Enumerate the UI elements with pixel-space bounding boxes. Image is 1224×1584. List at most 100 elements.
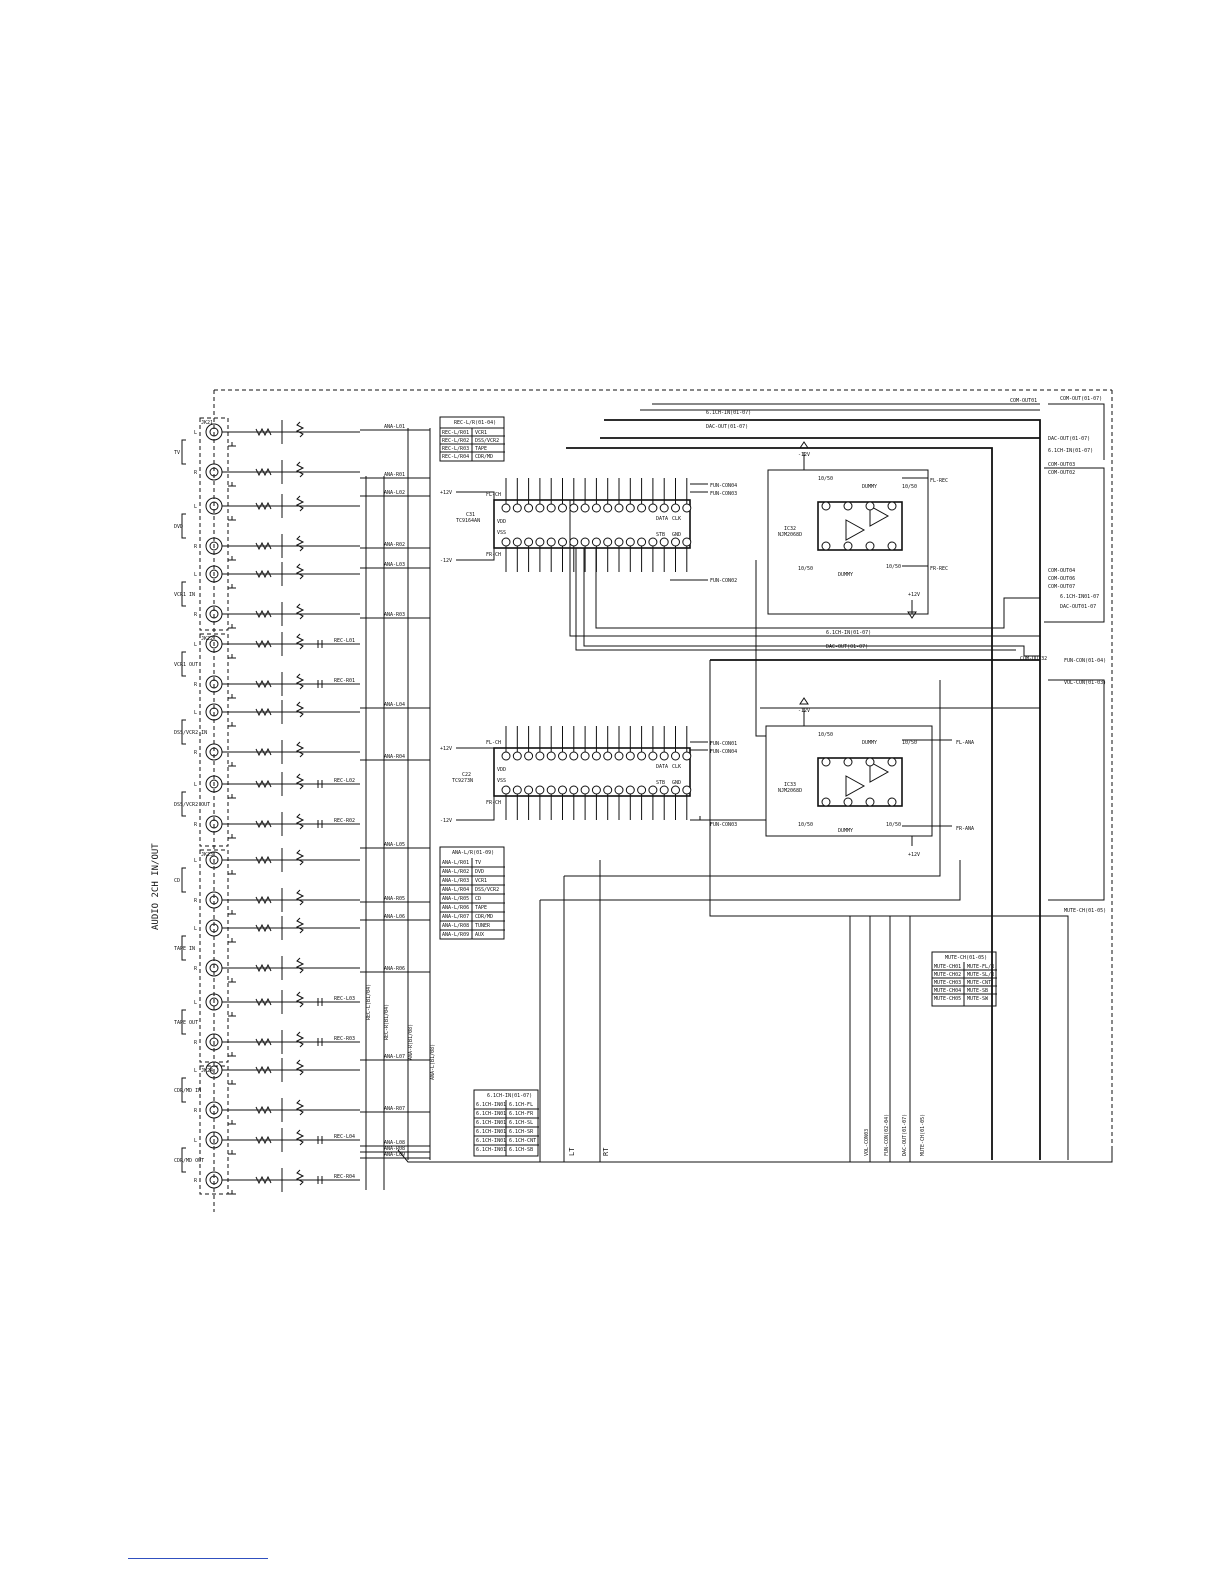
- ic-lower-clk: CLK: [672, 764, 681, 770]
- ic-pin: [637, 503, 647, 513]
- jack-side-label: R: [194, 822, 198, 828]
- ic-pin: [569, 537, 579, 547]
- bus-label: ANA-R01: [384, 472, 405, 478]
- bus-label: ANA-L01: [384, 424, 405, 430]
- jack-side-label: L: [194, 926, 197, 932]
- jack-side-label: L: [194, 858, 197, 864]
- table-cell: 6.1CH-CNT: [509, 1138, 536, 1144]
- ic-pin: [558, 537, 567, 547]
- mid-label-61ch-top: 6.1CH-IN(01-07): [706, 410, 751, 416]
- ic-lower-vss: VSS: [497, 778, 506, 784]
- ic-pin: [512, 751, 522, 761]
- fun-labels: FUN-CON04 FUN-CON03 FUN-CON02 FUN-CON01 …: [670, 483, 737, 828]
- ic-pin: [614, 537, 624, 547]
- ic-pin: [524, 751, 534, 761]
- table-cell: ANA-L/R03: [442, 878, 469, 884]
- ic-pin: [512, 503, 522, 513]
- rec-label: REC-L01: [334, 638, 355, 644]
- ic-pin: [546, 537, 556, 547]
- opamp-lower-cap4: 10/50: [886, 822, 901, 828]
- ic-pin: [603, 537, 613, 547]
- jack-group-name: DSS/VCR2 OUT: [174, 802, 210, 808]
- ic-pin: [637, 785, 647, 795]
- table-cell: DVD: [475, 869, 484, 875]
- ic-pin: [558, 503, 567, 513]
- ic-pin: [501, 537, 511, 547]
- bus-label: ANA-L08: [384, 1140, 405, 1146]
- ic-upper-vpos: +12V: [440, 490, 452, 496]
- board-outline: [213, 389, 1113, 1212]
- mute-table-title: MUTE-CH(01-05): [945, 955, 987, 961]
- table-cell: 6.1CH-IN01: [476, 1129, 506, 1135]
- ic-pin: [637, 751, 647, 761]
- bus-rec-l: REC-L(B1/04): [366, 984, 372, 1020]
- bus-label: ANA-R04: [384, 754, 405, 760]
- ic-lower-name: C22: [462, 772, 471, 778]
- table-cell: VCR1: [475, 430, 487, 436]
- opamp-upper-cap3: 10/50: [798, 566, 813, 572]
- out-fl-ana: FL-ANA: [956, 740, 974, 746]
- rec-label: REC-R03: [334, 1036, 355, 1042]
- bus-label: ANA-L05: [384, 842, 405, 848]
- ic-pin: [648, 503, 658, 513]
- rec-label: REC-R04: [334, 1174, 355, 1180]
- right-signal-label: FUN-CON(01-04): [1064, 658, 1106, 664]
- jack-side-label: R: [194, 966, 198, 972]
- ic-upper-name: C31: [466, 512, 475, 518]
- right-signal-label: COM-OUT01: [1010, 398, 1037, 404]
- table-cell: DSS/VCR2: [475, 438, 499, 444]
- table-cell: MUTE-CH03: [934, 980, 961, 986]
- jack-group-name: TAPE OUT: [174, 1020, 198, 1026]
- opamp-upper-part: NJM2068D: [778, 532, 802, 538]
- ic-pin: [603, 751, 613, 761]
- opamp-lower-pins: [821, 757, 897, 807]
- ic-pin: [614, 751, 624, 761]
- ch6-table-title: 6.1CH-IN(01-07): [487, 1093, 532, 1099]
- table-cell: ANA-L/R07: [442, 914, 469, 920]
- out-fr-rec: FR-REC: [930, 566, 948, 572]
- right-signal-label: DAC-OUT(01-07): [1048, 436, 1090, 442]
- jack-group-name: VCR1 OUT: [174, 662, 198, 668]
- ic-pin: [648, 785, 658, 795]
- ic-lower-fl: FL-CH: [486, 740, 501, 746]
- bus-label: ANA-R02: [384, 542, 405, 548]
- ic-upper-pins: [501, 478, 692, 572]
- bus-label: ANA-L06: [384, 914, 405, 920]
- ic-upper-vdd: VDD: [497, 519, 506, 525]
- ic-pin: [603, 503, 613, 513]
- ic-upper-vss: VSS: [497, 530, 506, 536]
- jack-side-label: R: [194, 898, 198, 904]
- ic-lower-vpos: +12V: [440, 746, 452, 752]
- jack-side-label: R: [194, 1040, 198, 1046]
- ic-pin: [580, 751, 590, 761]
- right-signal-label: COM-OUT06: [1048, 576, 1075, 582]
- jack-group-name: CDR/MD IN: [174, 1088, 201, 1094]
- bus-label: ANA-R06: [384, 966, 405, 972]
- table-cell: MUTE-SW: [967, 996, 989, 1002]
- jack-id-jk22: JK22: [201, 636, 213, 642]
- table-cell: 6.1CH-IN01: [476, 1102, 506, 1108]
- opamp-lower-cap1: 10/50: [818, 732, 833, 738]
- ic-upper-clk: CLK: [672, 516, 681, 522]
- ic-pin: [659, 785, 669, 795]
- ic-pin: [524, 537, 534, 547]
- table-cell: MUTE-SB: [967, 988, 988, 994]
- opamp-upper-vpos: +12V: [908, 592, 920, 598]
- ic-upper-part: TC9164AN: [456, 518, 480, 524]
- table-cell: 6.1CH-IN01: [476, 1120, 506, 1126]
- right-signal-label: COM-OUT(01-07): [1060, 396, 1102, 402]
- ic-pin: [580, 785, 590, 795]
- table-cell: VCR1: [475, 878, 487, 884]
- opamp-lower-vpos: +12V: [908, 852, 920, 858]
- ic-pin: [648, 751, 658, 761]
- ic-pin: [614, 785, 624, 795]
- jack-group-name: DVD: [174, 524, 183, 530]
- rec-label: REC-R01: [334, 678, 355, 684]
- opamp-lower-dummy1: DUMMY: [862, 740, 877, 746]
- jack-side-label: L: [194, 642, 197, 648]
- ic-pin: [603, 785, 613, 795]
